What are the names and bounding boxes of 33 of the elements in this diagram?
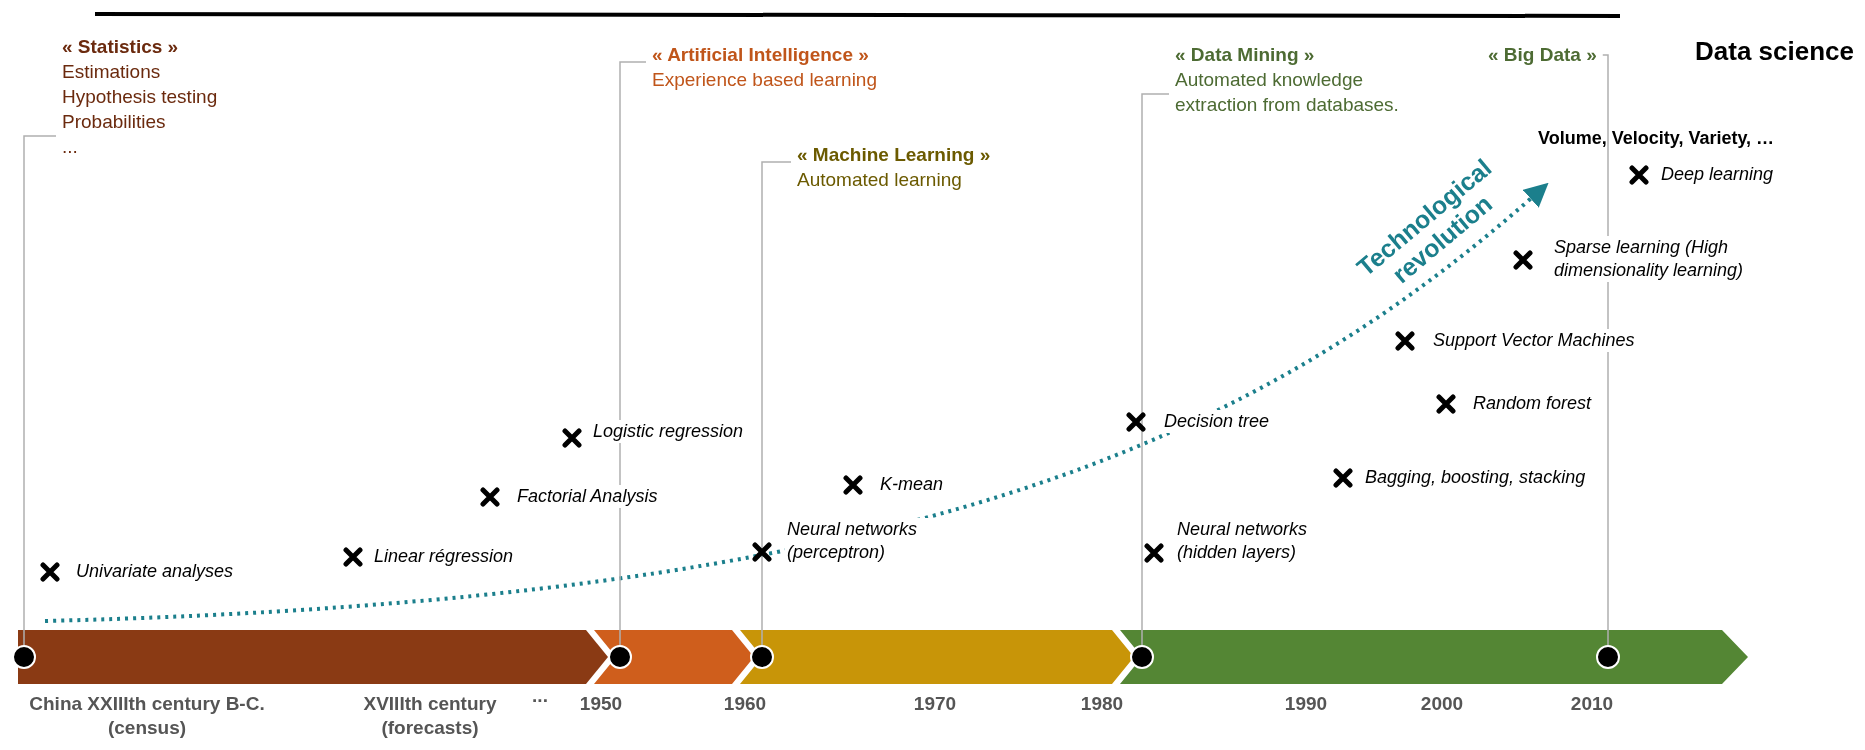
method-name: Logistic regression xyxy=(591,420,746,443)
era-heading: « Big Data » xyxy=(1488,43,1597,67)
era-description: Probabilities xyxy=(62,110,166,134)
timeline-dot xyxy=(1130,645,1154,669)
era-description: Hypothesis testing xyxy=(62,85,218,109)
era-description: ... xyxy=(62,135,78,159)
era-heading: « Data Mining » xyxy=(1175,43,1315,67)
timeline-dot xyxy=(750,645,774,669)
era-description: Experience based learning xyxy=(652,68,877,92)
axis-label: ... xyxy=(531,684,549,708)
axis-label: 1950 xyxy=(578,692,624,716)
era-heading: « Machine Learning » xyxy=(797,143,991,167)
leader-line xyxy=(23,135,57,646)
era-description: Estimations xyxy=(62,60,161,84)
title: Data science xyxy=(1695,36,1854,67)
method-name: Decision tree xyxy=(1162,410,1272,433)
era-heading: « Statistics » xyxy=(62,35,179,59)
era-description: Automated knowledge extraction from databases. xyxy=(1175,68,1400,117)
subtitle: Volume, Velocity, Variety, … xyxy=(1538,128,1775,149)
era-heading: « Artificial Intelligence » xyxy=(652,43,869,67)
axis-label: 1980 xyxy=(1079,692,1125,716)
axis-label: 1960 xyxy=(722,692,768,716)
method-name: Support Vector Machines xyxy=(1431,329,1637,352)
axis-label: XVIIIth century (forecasts) xyxy=(362,692,498,740)
axis-label: 2000 xyxy=(1419,692,1465,716)
axis-label: 2010 xyxy=(1569,692,1615,716)
method-name: Factorial Analysis xyxy=(515,485,660,508)
era-description: Automated learning xyxy=(797,168,962,192)
leader-line xyxy=(1602,54,1609,646)
axis-label: 1990 xyxy=(1283,692,1329,716)
axis-label: 1970 xyxy=(912,692,958,716)
axis-label: China XXIIIth century B-C. (census) xyxy=(28,692,266,740)
timeline-dot xyxy=(12,645,36,669)
